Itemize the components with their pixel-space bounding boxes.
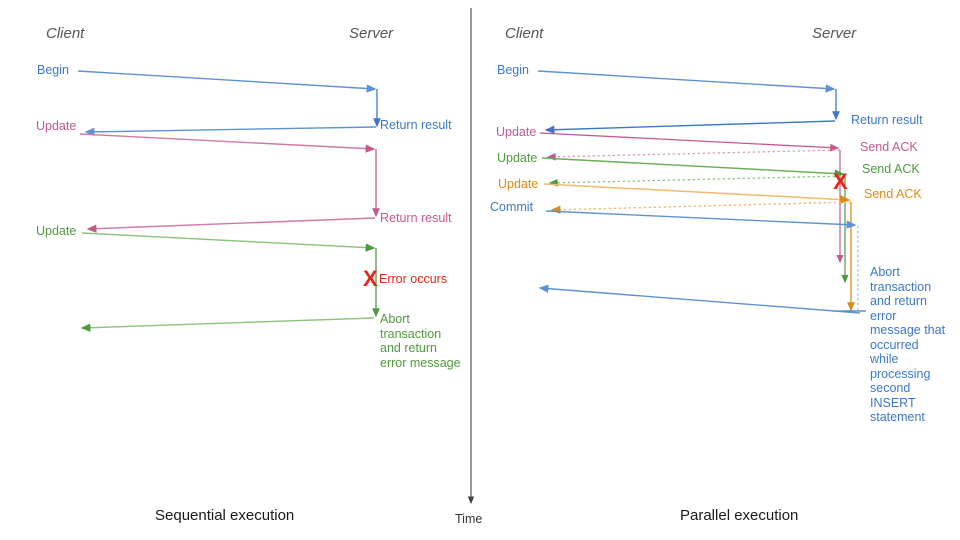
arrow-return-result-2	[86, 217, 376, 233]
sequential-client-msg-update-1: Update	[36, 119, 77, 133]
arrow-abort-return	[80, 317, 375, 332]
arrow-p-ack-1	[546, 149, 841, 161]
parallel-server-msg-abort: Abort transaction and return error messa…	[870, 265, 946, 424]
parallel-client-msg-update-1: Update	[496, 125, 537, 139]
arrow-begin-request	[77, 70, 377, 93]
sequential-error-x-icon: X	[363, 266, 378, 291]
parallel-client-msg-update-2: Update	[497, 151, 538, 165]
parallel-client-msg-begin: Begin	[497, 63, 529, 77]
arrow-p-ack-2	[548, 175, 846, 187]
arrow-p-update-1-request	[539, 132, 840, 152]
parallel-client-header: Client	[505, 25, 544, 42]
parallel-server-msg-ack-3: Send ACK	[864, 187, 922, 201]
parallel-server-msg-ack-1: Send ACK	[860, 140, 918, 154]
arrow-p-return-result	[544, 120, 836, 134]
sequential-server-msg-abort: Abort transaction and return error messa…	[380, 312, 461, 370]
sequential-client-msg-update-2: Update	[36, 224, 77, 238]
sequential-error-label: Error occurs	[379, 272, 448, 286]
sequential-server-msg-return-1: Return result	[380, 118, 452, 132]
arrow-p-begin-request	[537, 70, 836, 93]
arrow-update-2-request	[81, 232, 376, 252]
parallel-error-x-icon: X	[833, 169, 848, 194]
parallel-server-header: Server	[812, 25, 857, 42]
time-axis-label: Time	[455, 512, 483, 526]
sequential-server-header: Server	[349, 25, 394, 42]
panel-parallel-arrows	[537, 70, 866, 314]
arrow-p-abort-return	[538, 284, 861, 314]
arrow-p-ack-3	[550, 201, 852, 214]
arrow-p-update-3-request	[543, 183, 851, 205]
arrow-return-result-1	[84, 126, 377, 137]
parallel-client-msg-commit: Commit	[490, 200, 534, 214]
arrow-p-commit-request	[545, 210, 857, 229]
sequential-client-msg-begin: Begin	[37, 63, 69, 77]
arrow-update-1-request	[79, 133, 376, 153]
parallel-caption: Parallel execution	[680, 507, 799, 524]
parallel-server-msg-return-result: Return result	[851, 113, 923, 127]
parallel-server-msg-ack-2: Send ACK	[862, 162, 920, 176]
sequential-caption: Sequential execution	[155, 507, 295, 524]
parallel-client-msg-update-3: Update	[498, 177, 539, 191]
sequential-server-msg-return-2: Return result	[380, 211, 452, 225]
panel-sequential-arrows	[77, 70, 381, 332]
arrow-p-update-2-request	[541, 157, 845, 178]
sequential-client-header: Client	[46, 25, 85, 42]
